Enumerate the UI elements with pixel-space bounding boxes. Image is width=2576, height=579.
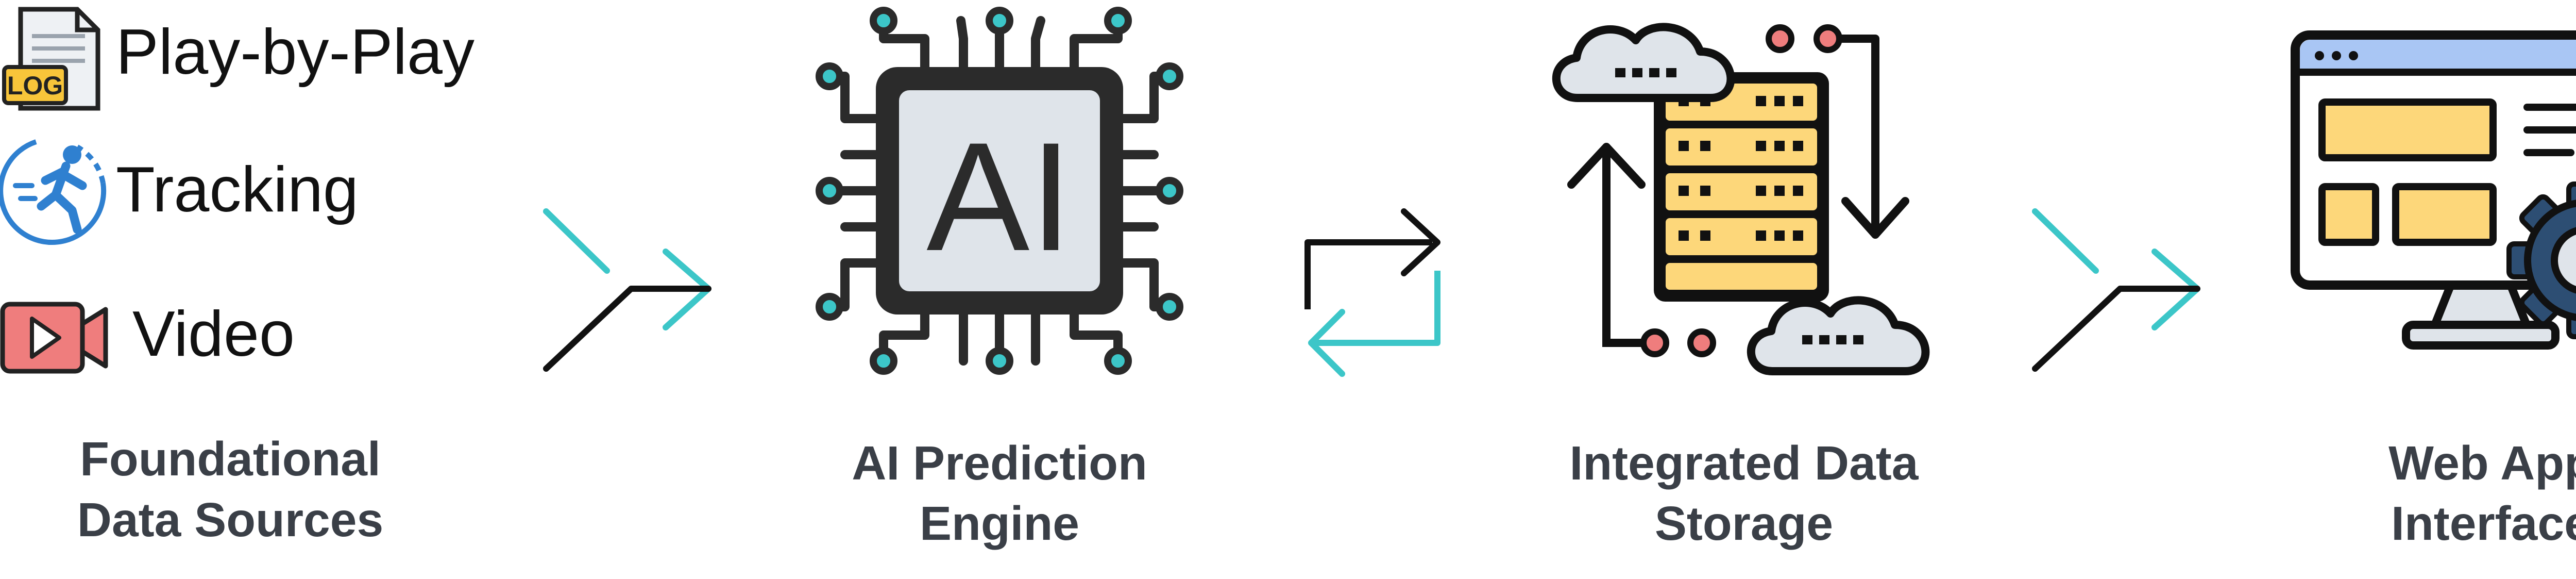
svg-text:Integrated Data: Integrated Data	[1570, 436, 1919, 490]
svg-text:Engine: Engine	[920, 497, 1079, 550]
video-label: Video	[132, 299, 295, 370]
log-document-icon: LOG	[2, 7, 100, 111]
zigzag-arrow-icon	[543, 208, 711, 372]
source-video: Video	[0, 299, 295, 374]
ai-chip-icon: AI	[816, 7, 1183, 375]
play-by-play-label: Play-by-Play	[116, 16, 474, 88]
tracking-label: Tracking	[116, 154, 359, 225]
server-cloud-icon	[1552, 23, 1930, 375]
svg-text:Foundational: Foundational	[80, 432, 381, 486]
svg-text:Interface: Interface	[2391, 497, 2576, 550]
foundational-stage-label: Foundational Data Sources	[77, 432, 383, 547]
web-app-stage-label: Web App Interface	[2388, 436, 2576, 550]
zigzag-arrow-icon	[2032, 208, 2200, 372]
svg-text:Data Sources: Data Sources	[77, 493, 383, 547]
video-camera-icon	[0, 302, 108, 374]
svg-text:Web App: Web App	[2388, 436, 2576, 490]
runner-icon	[0, 139, 107, 245]
svg-text:Storage: Storage	[1655, 497, 1833, 550]
monitor-gear-icon	[2291, 30, 2576, 350]
ai-engine-stage-label: AI Prediction Engine	[852, 436, 1147, 550]
chip-ai-text: AI	[926, 110, 1072, 283]
svg-text:AI Prediction: AI Prediction	[852, 436, 1147, 490]
bidirectional-arrows-icon	[1304, 208, 1440, 377]
log-badge-text: LOG	[7, 71, 63, 100]
source-tracking: Tracking	[0, 139, 359, 245]
source-play-by-play: LOG Play-by-Play	[2, 7, 474, 111]
storage-stage-label: Integrated Data Storage	[1570, 436, 1919, 550]
